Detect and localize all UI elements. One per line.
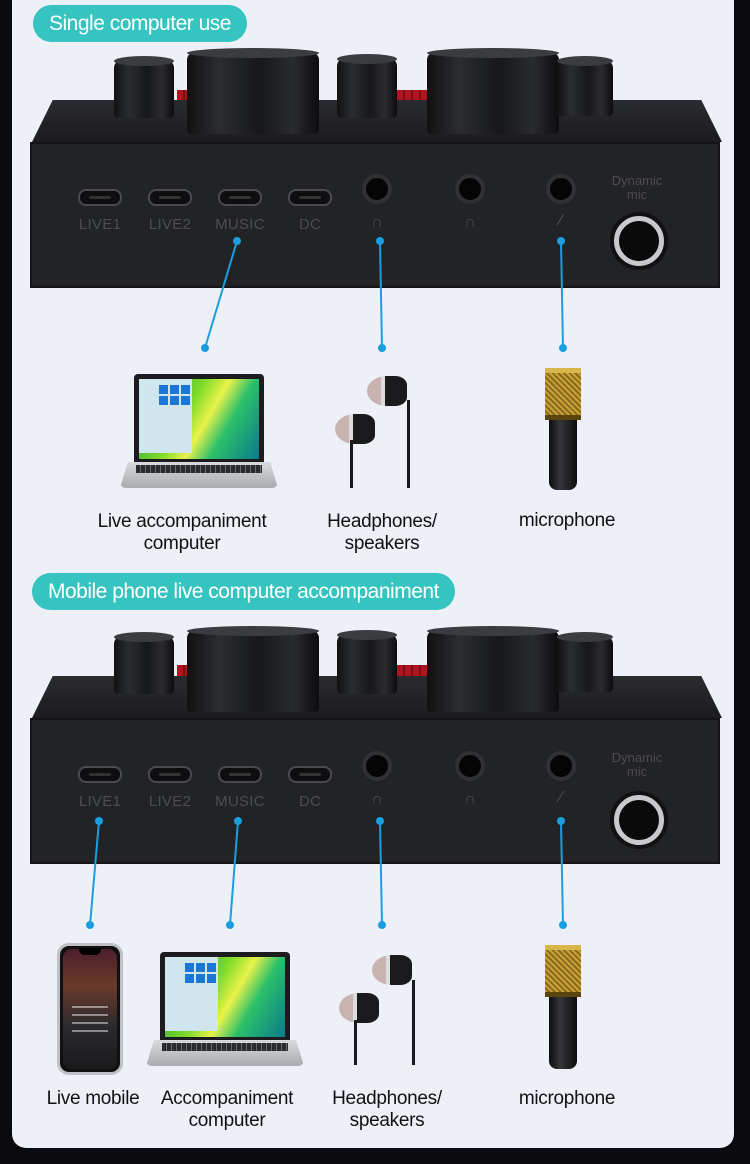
- laptop-screen: [160, 952, 290, 1042]
- connector-dot: [557, 817, 565, 825]
- microphone-icon: ∕: [559, 212, 563, 229]
- port-label-live2: LIVE2: [148, 216, 192, 233]
- connector-line-headphones: [379, 820, 383, 926]
- usb-port-live1: [78, 766, 122, 783]
- knob-small: [114, 632, 174, 694]
- earphone-cable: [354, 1020, 357, 1065]
- earbud: [372, 955, 412, 985]
- earphone-cable: [407, 400, 410, 488]
- connector-dot: [233, 237, 241, 245]
- knob-small: [557, 632, 613, 692]
- port-label-live1: LIVE1: [78, 216, 122, 233]
- headphones-icon: ∩: [371, 214, 383, 231]
- mic-jack: [546, 174, 576, 204]
- headset-jack: [455, 751, 485, 781]
- port-label-live2: LIVE2: [148, 793, 192, 810]
- earphone-cable: [412, 980, 415, 1065]
- connector-dot: [86, 921, 94, 929]
- connector-lines-1: [201, 237, 567, 352]
- laptop-keyboard: [136, 465, 262, 473]
- connector-line-mic: [560, 820, 564, 926]
- usb-port-music: [218, 766, 262, 783]
- mic-grille: [545, 368, 581, 420]
- infographic-panel: Single computer use LIVE1 LIVE2 MUSIC DC…: [12, 0, 734, 1148]
- knob-small: [114, 56, 174, 118]
- connector-line-live1: [89, 820, 100, 926]
- connector-dot: [234, 817, 242, 825]
- connector-dot: [376, 237, 384, 245]
- knob-large: [427, 626, 559, 712]
- caption-microphone: microphone: [518, 1088, 616, 1109]
- caption-microphone: microphone: [518, 510, 616, 531]
- section-title-single-computer: Single computer use: [33, 5, 247, 42]
- connector-dot: [201, 344, 209, 352]
- connector-dot: [378, 344, 386, 352]
- port-label-music: MUSIC: [215, 216, 265, 233]
- earbud: [339, 993, 379, 1023]
- headset-jack: [455, 174, 485, 204]
- headphones-icon: ∩: [371, 791, 383, 808]
- laptop-screen: [134, 374, 264, 464]
- knob-large: [187, 48, 319, 134]
- laptop-keyboard: [162, 1043, 288, 1051]
- connector-dot: [559, 344, 567, 352]
- port-label-dc: DC: [298, 216, 322, 233]
- usb-port-live1: [78, 189, 122, 206]
- smartphone-image: [57, 943, 123, 1075]
- port-label-dc: DC: [298, 793, 322, 810]
- headset-icon: ∩: [464, 214, 476, 231]
- knob-small: [557, 56, 613, 116]
- headphone-jack: [362, 174, 392, 204]
- caption-headphones-speakers: Headphones/speakers: [327, 511, 437, 554]
- section-title-mobile-phone: Mobile phone live computer accompaniment: [32, 573, 455, 610]
- caption-live-mobile: Live mobile: [46, 1088, 140, 1109]
- mic-body: [549, 420, 577, 490]
- connector-line-music: [204, 240, 238, 349]
- knob-small: [337, 54, 397, 118]
- mic-body: [549, 997, 577, 1069]
- connector-dot: [557, 237, 565, 245]
- connector-line-headphones: [379, 240, 383, 349]
- knob-large: [427, 48, 559, 134]
- xlr-port: [614, 795, 664, 845]
- connector-dot: [559, 921, 567, 929]
- mic-jack: [546, 751, 576, 781]
- port-label-music: MUSIC: [215, 793, 265, 810]
- usb-port-live2: [148, 766, 192, 783]
- connector-dot: [226, 921, 234, 929]
- mic-grille: [545, 945, 581, 997]
- xlr-port: [614, 216, 664, 266]
- caption-headphones-speakers: Headphones/speakers: [332, 1088, 442, 1131]
- connector-dot: [376, 817, 384, 825]
- earbud: [335, 414, 375, 444]
- connector-dot: [378, 921, 386, 929]
- earbud: [367, 376, 407, 406]
- port-label-live1: LIVE1: [78, 793, 122, 810]
- usb-port-dc: [288, 189, 332, 206]
- connector-lines-2: [86, 817, 567, 929]
- microphone-icon: ∕: [559, 789, 563, 806]
- connector-dot: [95, 817, 103, 825]
- knob-small: [337, 630, 397, 694]
- usb-port-dc: [288, 766, 332, 783]
- connector-line-mic: [560, 240, 564, 349]
- knob-large: [187, 626, 319, 712]
- connector-line-music: [229, 820, 239, 926]
- earphone-cable: [350, 440, 353, 488]
- usb-port-live2: [148, 189, 192, 206]
- headset-icon: ∩: [464, 791, 476, 808]
- headphone-jack: [362, 751, 392, 781]
- usb-port-music: [218, 189, 262, 206]
